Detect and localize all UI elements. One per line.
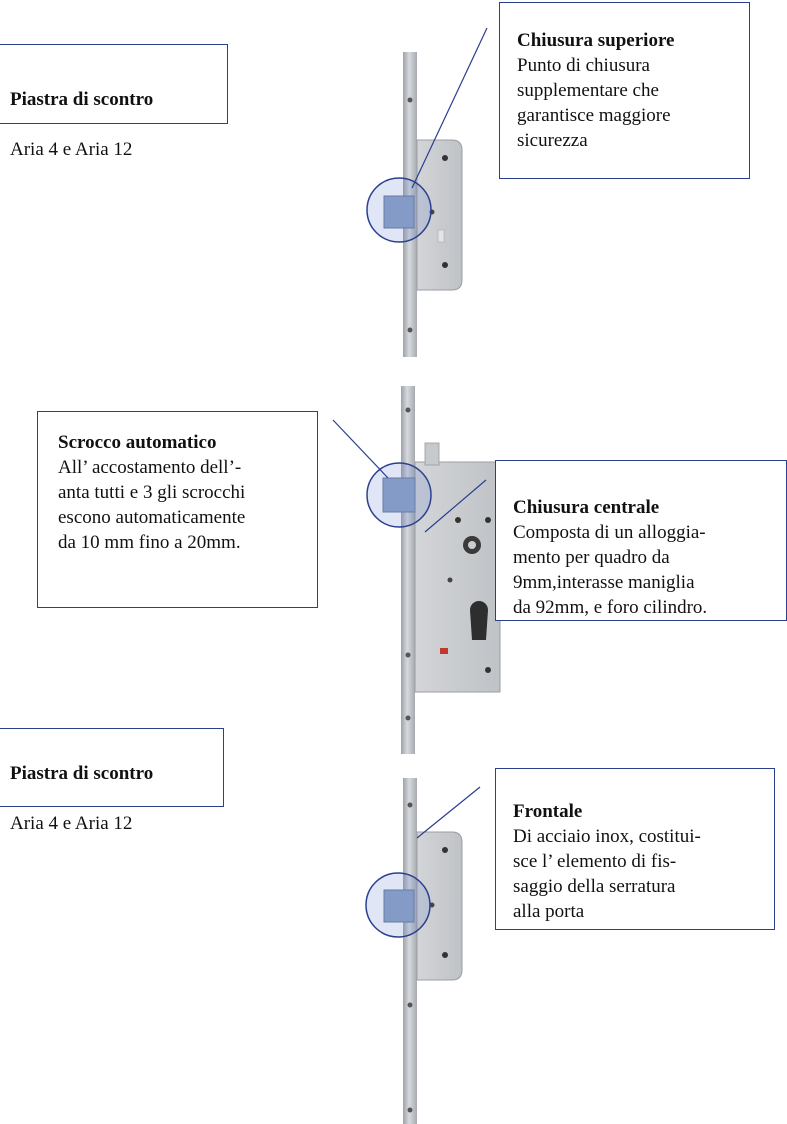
lower-lock-case bbox=[383, 831, 463, 981]
bottom-strike-title: Piastra di scontro bbox=[10, 763, 154, 784]
top-strike-label: Piastra di scontro Aria 4 e Aria 12 bbox=[0, 44, 228, 160]
auto-latch-body: All’ accostamento dell’- anta tutti e 3 … bbox=[58, 457, 246, 553]
bottom-strike-label: Piastra di scontro Aria 4 e Aria 12 bbox=[0, 728, 224, 834]
leader-central-lock bbox=[424, 479, 487, 533]
auto-latch-title: Scrocco automatico bbox=[58, 432, 217, 453]
middle-latch-highlight bbox=[366, 462, 432, 528]
central-lock-case bbox=[382, 442, 501, 693]
leader-faceplate bbox=[416, 786, 481, 839]
upper-lock-title: Chiusura superiore bbox=[517, 30, 675, 51]
faceplate-title: Frontale bbox=[513, 801, 583, 822]
central-lock-callout: Chiusura centrale Composta di un alloggi… bbox=[495, 460, 787, 621]
middle-faceplate bbox=[401, 386, 415, 754]
leader-upper-lock bbox=[411, 27, 488, 189]
top-strike-body: Aria 4 e Aria 12 bbox=[10, 139, 133, 160]
auto-latch-callout: Scrocco automatico All’ accostamento del… bbox=[37, 411, 318, 608]
upper-lock-case bbox=[383, 139, 463, 291]
lower-faceplate bbox=[403, 778, 417, 1124]
bottom-strike-body: Aria 4 e Aria 12 bbox=[10, 813, 133, 834]
central-lock-title: Chiusura centrale bbox=[513, 497, 660, 518]
upper-lock-callout: Chiusura superiore Punto di chiusura sup… bbox=[499, 2, 750, 179]
central-lock-body: Composta di un alloggia- mento per quadr… bbox=[513, 522, 708, 618]
top-strike-title: Piastra di scontro bbox=[10, 89, 154, 110]
lower-latch-highlight bbox=[365, 872, 431, 938]
faceplate-body: Di acciaio inox, costitui- sce l’ elemen… bbox=[513, 826, 701, 922]
upper-lock-body: Punto di chiusura supplementare che gara… bbox=[517, 55, 671, 151]
upper-latch-highlight bbox=[366, 177, 432, 243]
faceplate-callout: Frontale Di acciaio inox, costitui- sce … bbox=[495, 768, 775, 930]
leader-auto-latch bbox=[332, 419, 389, 479]
